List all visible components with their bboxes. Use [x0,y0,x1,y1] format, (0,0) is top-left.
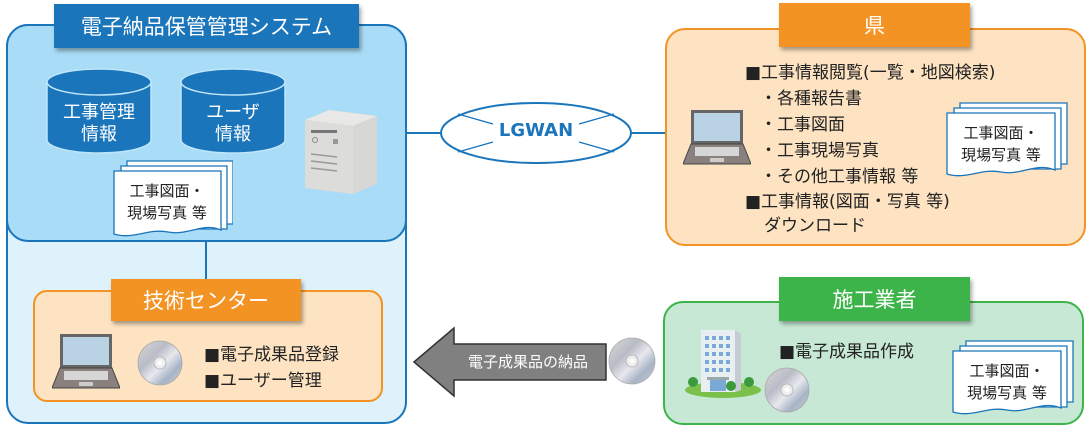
document-icon [946,102,1068,177]
prefecture-item: ■工事情報閲覧(一覧・地図検索) [745,63,996,83]
database-icon [180,68,286,154]
database-user-info: ユーザ 情報 [180,68,286,154]
document-icon [952,340,1074,415]
document-label-line2: 現場写真 等 [127,204,207,222]
prefecture-item: ・工事現場写真 [760,141,879,161]
prefecture-item: ・その他工事情報 等 [760,167,919,187]
document-icon [113,160,233,237]
prefecture-item: ダウンロード [764,216,866,236]
prefecture-item: ・工事図面 [760,115,845,135]
contractor-title: 施工業者 [779,277,970,321]
lgwan-label: LGWAN [498,120,574,141]
document-label-line2: 現場写真 等 [961,146,1041,164]
server-icon [305,110,377,194]
connector-line [205,242,207,280]
lgwan-network-icon [440,102,632,164]
document-stack: 工事図面・ 現場写真 等 [113,160,233,240]
document-label-line2: 現場写真 等 [967,384,1047,402]
laptop-icon [683,110,751,165]
disc-icon [608,337,656,385]
system-title-text: 電子納品保管管理システム [80,15,333,39]
connector-line [630,132,665,134]
tech-center-title-text: 技術センター [143,289,269,313]
disc-icon [137,340,183,386]
delivery-arrow-label: 電子成果品の納品 [467,353,588,371]
prefecture-title: 県 [779,3,970,47]
disc-icon [764,367,810,413]
document-stack: 工事図面・ 現場写真 等 [952,340,1074,420]
document-label-line1: 工事図面・ [129,182,205,200]
system-title: 電子納品保管管理システム [54,4,359,48]
database-construction-info: 工事管理 情報 [46,68,152,154]
delivery-arrow-icon [412,326,607,398]
document-label-line1: 工事図面・ [969,362,1045,380]
document-label-line1: 工事図面・ [963,124,1039,142]
contractor-title-text: 施工業者 [832,288,917,312]
database-label-line2: 情報 [215,124,251,145]
tech-center-item: ■ユーザー管理 [204,371,322,391]
prefecture-item: ■工事情報(図面・写真 等) [745,192,950,212]
database-label-line2: 情報 [81,124,117,145]
database-label-line1: 工事管理 [63,102,135,123]
connector-line [407,132,441,134]
database-icon [46,68,152,154]
tech-center-item: ■電子成果品登録 [204,345,340,365]
building-icon [685,330,761,398]
laptop-icon [52,334,120,389]
prefecture-title-text: 県 [864,14,885,38]
contractor-item: ■電子成果品作成 [779,342,915,362]
prefecture-item: ・各種報告書 [760,89,862,109]
database-label-line1: ユーザ [206,102,260,123]
tech-center-title: 技術センター [111,279,301,321]
document-stack: 工事図面・ 現場写真 等 [946,102,1068,182]
